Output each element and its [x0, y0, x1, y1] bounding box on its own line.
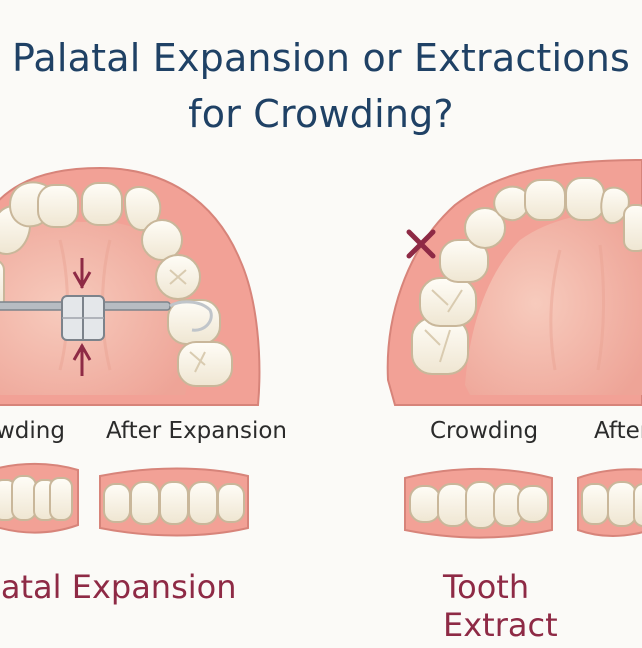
left-crowding-teeth	[0, 463, 79, 534]
expansion-arrows-icon	[72, 258, 92, 376]
palatal-expansion-label: latal Expansion	[0, 568, 237, 606]
left-crowding-caption: wding	[0, 418, 65, 444]
after-expansion-caption: After Expansion	[106, 418, 287, 444]
right-crowding-teeth	[404, 468, 553, 539]
extraction-x-icon	[406, 229, 436, 259]
right-after-caption: After	[594, 418, 642, 444]
expander-appliance	[0, 295, 213, 341]
title-line-2: for Crowding?	[188, 92, 454, 136]
left-after-expansion-teeth	[99, 467, 249, 537]
right-after-teeth	[577, 468, 642, 537]
page-title: Palatal Expansion or Extractions for Cro…	[0, 30, 642, 142]
left-arch-teeth	[0, 181, 233, 387]
title-line-1: Palatal Expansion or Extractions	[11, 36, 631, 80]
right-crowding-caption: Crowding	[430, 418, 539, 444]
right-arch-teeth	[411, 177, 642, 375]
tooth-extraction-label: Tooth Extract	[443, 568, 558, 644]
